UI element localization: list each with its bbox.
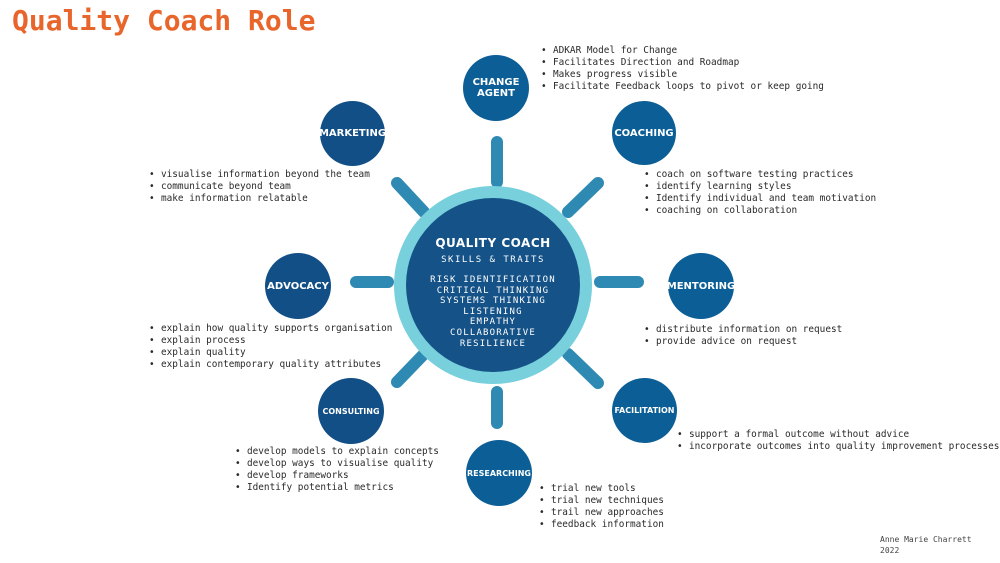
list-item: support a formal outcome without advice: [676, 429, 999, 441]
list-item: ADKAR Model for Change: [540, 45, 824, 57]
trait: CRITICAL THINKING: [436, 285, 550, 296]
researching-bullets: trial new tools trial new techniques tra…: [538, 483, 664, 531]
list-item: feedback information: [538, 519, 664, 531]
list-item: make information relatable: [148, 193, 370, 205]
list-item: Facilitate Feedback loops to pivot or ke…: [540, 81, 824, 93]
list-item: visualise information beyond the team: [148, 169, 370, 181]
node-label: COACHING: [614, 127, 674, 139]
spoke-top-right: [562, 177, 604, 218]
center-traits: RISK IDENTIFICATION CRITICAL THINKING SY…: [406, 275, 580, 349]
spoke-bottom-right: [562, 348, 604, 389]
list-item: Identify potential metrics: [234, 482, 439, 494]
node-researching: RESEARCHING: [466, 440, 532, 506]
list-item: develop models to explain concepts: [234, 446, 439, 458]
list-item: coaching on collaboration: [643, 205, 876, 217]
list-item: develop frameworks: [234, 470, 439, 482]
node-label: CONSULTING: [322, 406, 380, 416]
spoke-top-left: [391, 177, 430, 218]
author-credit: Anne Marie Charrett 2022: [880, 534, 972, 556]
trait: COLLABORATIVE: [449, 327, 537, 338]
list-item: provide advice on request: [643, 336, 842, 348]
node-facilitation: FACILITATION: [612, 378, 677, 443]
trait: LISTENING: [463, 306, 523, 317]
trait: RISK IDENTIFICATION: [430, 275, 556, 285]
mentoring-bullets: distribute information on request provid…: [643, 324, 842, 348]
center-title: QUALITY COACH: [435, 236, 551, 250]
list-item: identify learning styles: [643, 181, 876, 193]
list-item: distribute information on request: [643, 324, 842, 336]
list-item: explain quality: [148, 347, 392, 359]
node-label: FACILITATION: [614, 406, 675, 415]
page-title: Quality Coach Role: [12, 4, 316, 37]
node-consulting: CONSULTING: [318, 378, 384, 444]
trait: SYSTEMS THINKING: [440, 296, 546, 307]
author-name: Anne Marie Charrett: [880, 535, 972, 544]
list-item: explain how quality supports organisatio…: [148, 323, 392, 335]
list-item: trial new tools: [538, 483, 664, 495]
center-circle: QUALITY COACH SKILLS & TRAITS RISK IDENT…: [406, 198, 580, 372]
marketing-bullets: visualise information beyond the team co…: [148, 169, 370, 205]
node-coaching: COACHING: [612, 101, 676, 165]
node-label: MENTORING: [666, 280, 736, 292]
list-item: explain process: [148, 335, 392, 347]
advocacy-bullets: explain how quality supports organisatio…: [148, 323, 392, 371]
list-item: communicate beyond team: [148, 181, 370, 193]
node-marketing: MARKETING: [318, 101, 387, 166]
list-item: trail new approaches: [538, 507, 664, 519]
list-item: incorporate outcomes into quality improv…: [676, 441, 999, 453]
node-label: ADVOCACY: [267, 280, 329, 292]
node-label: RESEARCHING: [466, 468, 531, 478]
node-mentoring: MENTORING: [666, 253, 736, 319]
list-item: explain contemporary quality attributes: [148, 359, 392, 371]
coaching-bullets: coach on software testing practices iden…: [643, 169, 876, 217]
facilitation-bullets: support a formal outcome without advice …: [676, 429, 999, 453]
consulting-bullets: develop models to explain concepts devel…: [234, 446, 439, 494]
node-label: AGENT: [477, 88, 515, 99]
list-item: Identify individual and team motivation: [643, 193, 876, 205]
trait: RESILIENCE: [459, 338, 527, 349]
credit-year: 2022: [880, 546, 900, 555]
node-advocacy: ADVOCACY: [265, 253, 331, 319]
trait: EMPATHY: [469, 317, 517, 328]
list-item: Facilitates Direction and Roadmap: [540, 57, 824, 69]
list-item: Makes progress visible: [540, 69, 824, 81]
node-label: MARKETING: [318, 128, 387, 139]
list-item: develop ways to visualise quality: [234, 458, 439, 470]
list-item: trial new techniques: [538, 495, 664, 507]
spoke-bottom-left: [391, 348, 430, 388]
list-item: coach on software testing practices: [643, 169, 876, 181]
node-label: CHANGE: [472, 77, 520, 88]
center-subtitle: SKILLS & TRAITS: [441, 255, 545, 265]
change-agent-bullets: ADKAR Model for Change Facilitates Direc…: [540, 45, 824, 93]
